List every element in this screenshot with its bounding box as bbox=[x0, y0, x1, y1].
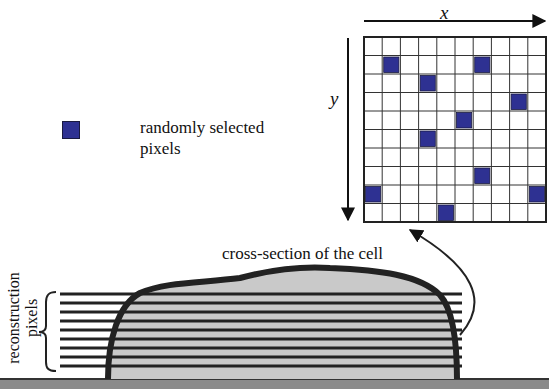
selected-pixel bbox=[420, 76, 435, 92]
selected-pixel bbox=[529, 187, 544, 203]
axis-label: y bbox=[330, 88, 338, 110]
slice-lines bbox=[60, 294, 462, 366]
slice-line bbox=[60, 356, 462, 359]
pixel-grid bbox=[364, 37, 546, 222]
grid-line bbox=[364, 129, 546, 130]
axis-label: x bbox=[440, 2, 448, 24]
selected-pixel bbox=[438, 205, 453, 221]
grid-line bbox=[364, 111, 546, 112]
brace bbox=[39, 292, 56, 371]
slice-line bbox=[60, 329, 462, 332]
grid-line bbox=[364, 166, 546, 167]
y-axis-arrow bbox=[347, 38, 349, 220]
selected-pixel bbox=[475, 168, 490, 184]
selected-pixel bbox=[366, 187, 381, 203]
selected-pixel bbox=[457, 113, 472, 129]
grid-line bbox=[364, 185, 546, 186]
grid-line bbox=[364, 74, 546, 75]
grid-line bbox=[364, 92, 546, 93]
grid-border bbox=[364, 37, 546, 222]
x-axis-arrow bbox=[364, 20, 545, 22]
slice-line bbox=[60, 338, 462, 341]
cell-body bbox=[108, 267, 457, 379]
pointer-arrow bbox=[410, 230, 474, 335]
legend-swatch bbox=[62, 121, 80, 139]
legend-text: randomly selected pixels bbox=[140, 117, 290, 159]
slice-line bbox=[60, 347, 462, 350]
grid-line bbox=[364, 55, 546, 56]
selected-pixel bbox=[475, 57, 490, 73]
selected-pixel bbox=[420, 131, 435, 147]
cell-outline bbox=[108, 267, 457, 379]
slice-line bbox=[60, 293, 462, 296]
axis-label: reconstruction pixels bbox=[5, 258, 41, 378]
cell-label: cross-section of the cell bbox=[222, 244, 383, 264]
slice-line bbox=[60, 302, 462, 305]
grid-line bbox=[364, 148, 546, 149]
substrate bbox=[0, 379, 549, 389]
selected-pixel bbox=[384, 57, 399, 73]
selected-pixel bbox=[511, 94, 526, 110]
slice-line bbox=[60, 365, 462, 368]
grid-line bbox=[364, 203, 546, 204]
